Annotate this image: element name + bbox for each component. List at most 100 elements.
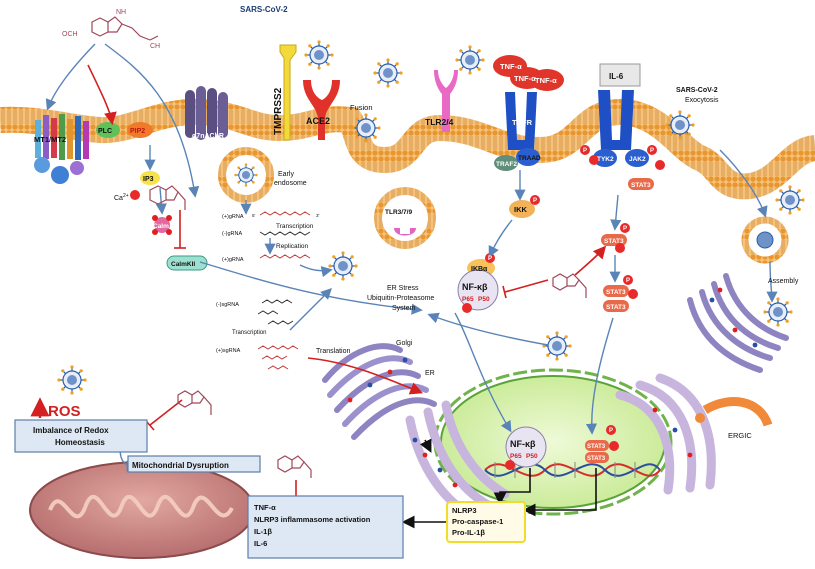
p-label: P [583,148,587,154]
label-tnfa-3: TNF-α [535,76,557,85]
mt1-mt2-receptor [34,114,89,184]
virus-icon [372,57,404,89]
label-mt1-mt2: MT1/MT2 [34,135,66,144]
label-pip2: PIP2 [130,128,145,135]
virus-icon [541,330,573,362]
label-early-2: endosome [274,180,307,187]
label-jak2: JAK2 [629,156,646,163]
label-sars-top: SARS-CoV-2 [240,5,288,14]
il6-box [599,63,641,87]
label-stat3-mid: STAT3 [604,238,624,245]
label-stat3-lower1: STAT3 [606,289,626,296]
rna-5prime: 5' [252,213,256,218]
virus-icon [774,184,806,216]
stat3-lower1 [603,285,629,297]
label-exocytosis: Exocytosis [685,97,719,104]
label-nfkb-nuc: NF-κβ [510,439,536,449]
p-label: P [623,226,627,232]
label-nfkb-cyto: NF-κβ [462,282,488,292]
nucleus-output-arrows [401,438,597,529]
label-ergic: ERGIC [728,431,752,440]
label-calm: Calm [153,223,169,230]
early-endosome [218,147,274,203]
label-translation: Translation [316,348,350,355]
melatonin-structure-mid [149,185,186,210]
rna-3prime: 3' [316,213,320,218]
label-pgrna-2: (+)gRNA [222,257,244,263]
pathway-arrows [45,43,778,435]
label-er-stress-2: Ubiquitin-Proteasome [367,295,434,302]
tmprss2 [279,44,297,141]
label-ikk: IKK [514,205,528,214]
label-tnfr: TNFR [512,118,533,127]
label-traad: TRAAD [518,155,541,162]
label-calmkii: CalmKII [171,261,195,268]
label-tnfa-1: TNF-α [500,62,522,71]
label-ngrna: (-)gRNA [222,231,242,237]
label-ip3: IP3 [143,176,154,183]
label-il6: IL-6 [609,72,624,81]
virus-icon [762,296,794,328]
label-assembly: Assembly [768,278,799,285]
melatonin-structure-bottom [277,455,312,478]
traf2 [494,155,518,171]
nfkb-nucleus [505,426,547,468]
label-ace2: ACE2 [306,116,330,126]
stat3-nuc1 [585,440,609,451]
label-nlrp3-3: Pro-IL-1β [452,528,485,537]
melatonin-structure-left [177,390,212,415]
il6-receptor [598,90,634,150]
virus-icon [350,112,382,144]
label-ca2: Ca2+ [114,193,129,202]
melatonin-structure-top [91,16,159,41]
label-nlrp3-2: Pro-caspase-1 [452,517,503,526]
p-label: P [533,198,537,204]
label-stat3-lower2: STAT3 [606,304,626,311]
ikk [509,200,535,218]
tnfr-receptor [505,92,540,166]
label-er-stress-1: ER Stress [387,285,419,292]
label-nsgrna: (-)sgRNA [216,302,239,308]
tnf-alpha-cluster [493,55,564,91]
label-tmprss2: TMPRSS2 [273,87,284,135]
label-tyk2: TYK2 [597,156,614,163]
label-stat3-nuc2: STAT3 [587,456,606,462]
tlr2-4-receptor [434,70,458,132]
label-plc: PLC [98,128,112,135]
virus-icon [303,39,335,71]
p-label: P [488,256,492,262]
virus-icon [327,250,359,282]
mitochondrion [29,461,255,559]
plc-enzyme [96,122,120,138]
label-p50-cyto: P50 [478,296,490,303]
calmodulin [152,215,172,235]
cell-membrane [0,98,815,200]
label-pgrna-1: (+)gRNA [222,214,244,220]
p-label: P [626,278,630,284]
label-stat3-nuc1: STAT3 [587,444,606,450]
jak2 [625,149,649,167]
label-tlr24: TLR2/4 [425,117,454,127]
label-outcome-2: NLRP3 inflammasome activation [254,515,371,524]
label-a7nachr: α7nAChR [192,133,224,140]
label-tlr379: TLR3/7/9 [385,209,412,216]
pip2 [127,122,153,138]
label-outcome-4: IL-6 [254,539,267,548]
stat3-mid [601,234,627,246]
label-ros: ROS [48,403,81,420]
calmkii-pill [166,255,208,271]
virus-icon [454,44,486,76]
label-outcome-3: IL-1β [254,527,272,536]
a7nachr-receptor [185,86,228,140]
assembly-vesicle [741,216,789,264]
label-psgrna: (+)sgRNA [216,348,241,354]
label-och3-top: OCH [62,31,78,38]
label-transcription: Transcription [276,223,314,230]
label-p65-nuc: P65 [510,453,522,460]
label-traf2: TRAF2 [496,161,517,168]
label-er-stress-3: System [392,305,416,312]
mito-dysruption-box [127,455,261,473]
p-label: P [650,148,654,154]
